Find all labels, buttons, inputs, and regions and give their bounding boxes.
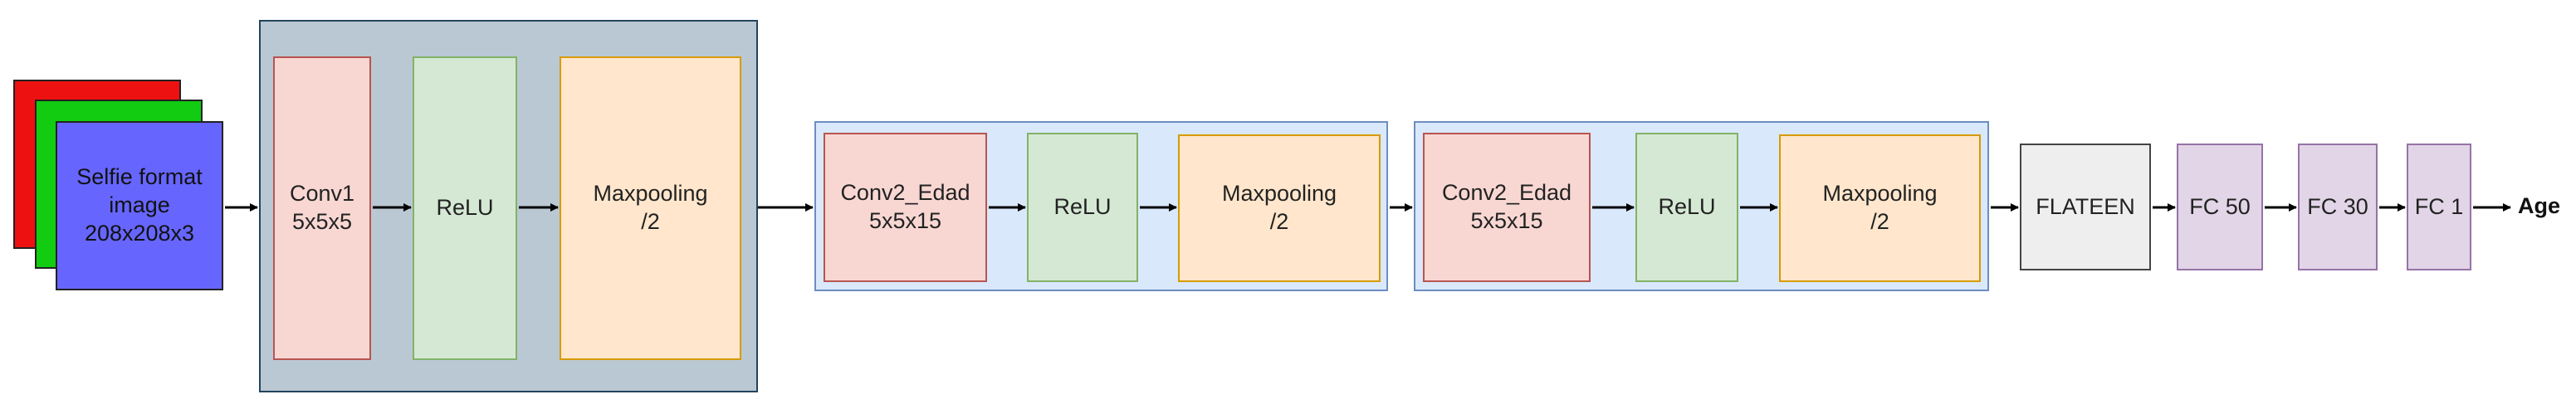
layer-conv2-edad-1: Conv2_Edad 5x5x15 [824,133,987,282]
layer-relu-2-label: ReLU [1053,194,1112,220]
layer-fc-30-label: FC 30 [2307,193,2368,219]
input-image-label: Selfie format image 208x208x3 [76,164,203,246]
layer-relu-3: ReLU [1635,133,1738,282]
layer-conv2-edad-1-label: Conv2_Edad 5x5x15 [840,180,970,233]
layer-maxpool-2: Maxpooling /2 [1178,134,1381,282]
layer-fc-1-label: FC 1 [2414,193,2464,219]
layer-maxpool-1-label: Maxpooling /2 [593,181,708,234]
layer-fc-50-label: FC 50 [2189,193,2251,219]
layer-flatten: FLATEEN [2020,144,2151,270]
layer-conv2-edad-2: Conv2_Edad 5x5x15 [1423,133,1591,282]
layer-relu-3-label: ReLU [1658,194,1716,220]
layer-maxpool-1: Maxpooling /2 [560,56,741,360]
layer-conv1-label: Conv1 5x5x5 [289,181,355,234]
layer-relu-2: ReLU [1027,133,1138,282]
layer-relu-1: ReLU [413,56,517,360]
layer-flatten-label: FLATEEN [2036,193,2135,219]
layer-fc-30: FC 30 [2298,144,2378,270]
input-image-front: Selfie format image 208x208x3 [56,121,223,290]
layer-maxpool-2-label: Maxpooling /2 [1221,181,1337,234]
output-label: Age [2518,193,2561,218]
layer-conv1: Conv1 5x5x5 [273,56,371,360]
layer-fc-1: FC 1 [2407,144,2471,270]
layer-relu-1-label: ReLU [436,195,494,221]
layer-conv2-edad-2-label: Conv2_Edad 5x5x15 [1441,180,1572,233]
layer-maxpool-3-label: Maxpooling /2 [1822,181,1938,234]
layer-maxpool-3: Maxpooling /2 [1779,134,1981,282]
layer-fc-50: FC 50 [2177,144,2263,270]
